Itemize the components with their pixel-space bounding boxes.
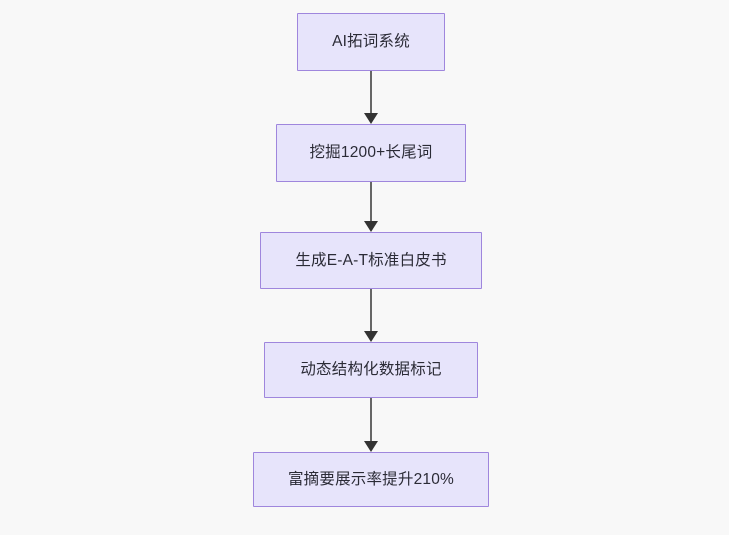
flowchart-node-rich-snippet-rate-increase[interactable]: 富摘要展示率提升210% (253, 452, 489, 507)
node-label: 动态结构化数据标记 (300, 361, 442, 379)
flowchart-node-dynamic-structured-data-markup[interactable]: 动态结构化数据标记 (264, 342, 478, 398)
flowchart-node-mine-longtail-keywords[interactable]: 挖掘1200+长尾词 (276, 124, 466, 182)
node-label: AI拓词系统 (332, 33, 410, 51)
node-label: 挖掘1200+长尾词 (309, 144, 433, 162)
flowchart-node-generate-eat-whitepaper[interactable]: 生成E-A-T标准白皮书 (260, 232, 482, 289)
edge-n1-n2 (360, 71, 382, 124)
node-label: 富摘要展示率提升210% (287, 470, 455, 488)
node-label: 生成E-A-T标准白皮书 (295, 251, 447, 269)
edge-n4-n5 (360, 398, 382, 452)
edge-n3-n4 (360, 289, 382, 342)
flowchart-node-ai-keyword-system[interactable]: AI拓词系统 (297, 13, 445, 71)
edge-n2-n3 (360, 182, 382, 232)
